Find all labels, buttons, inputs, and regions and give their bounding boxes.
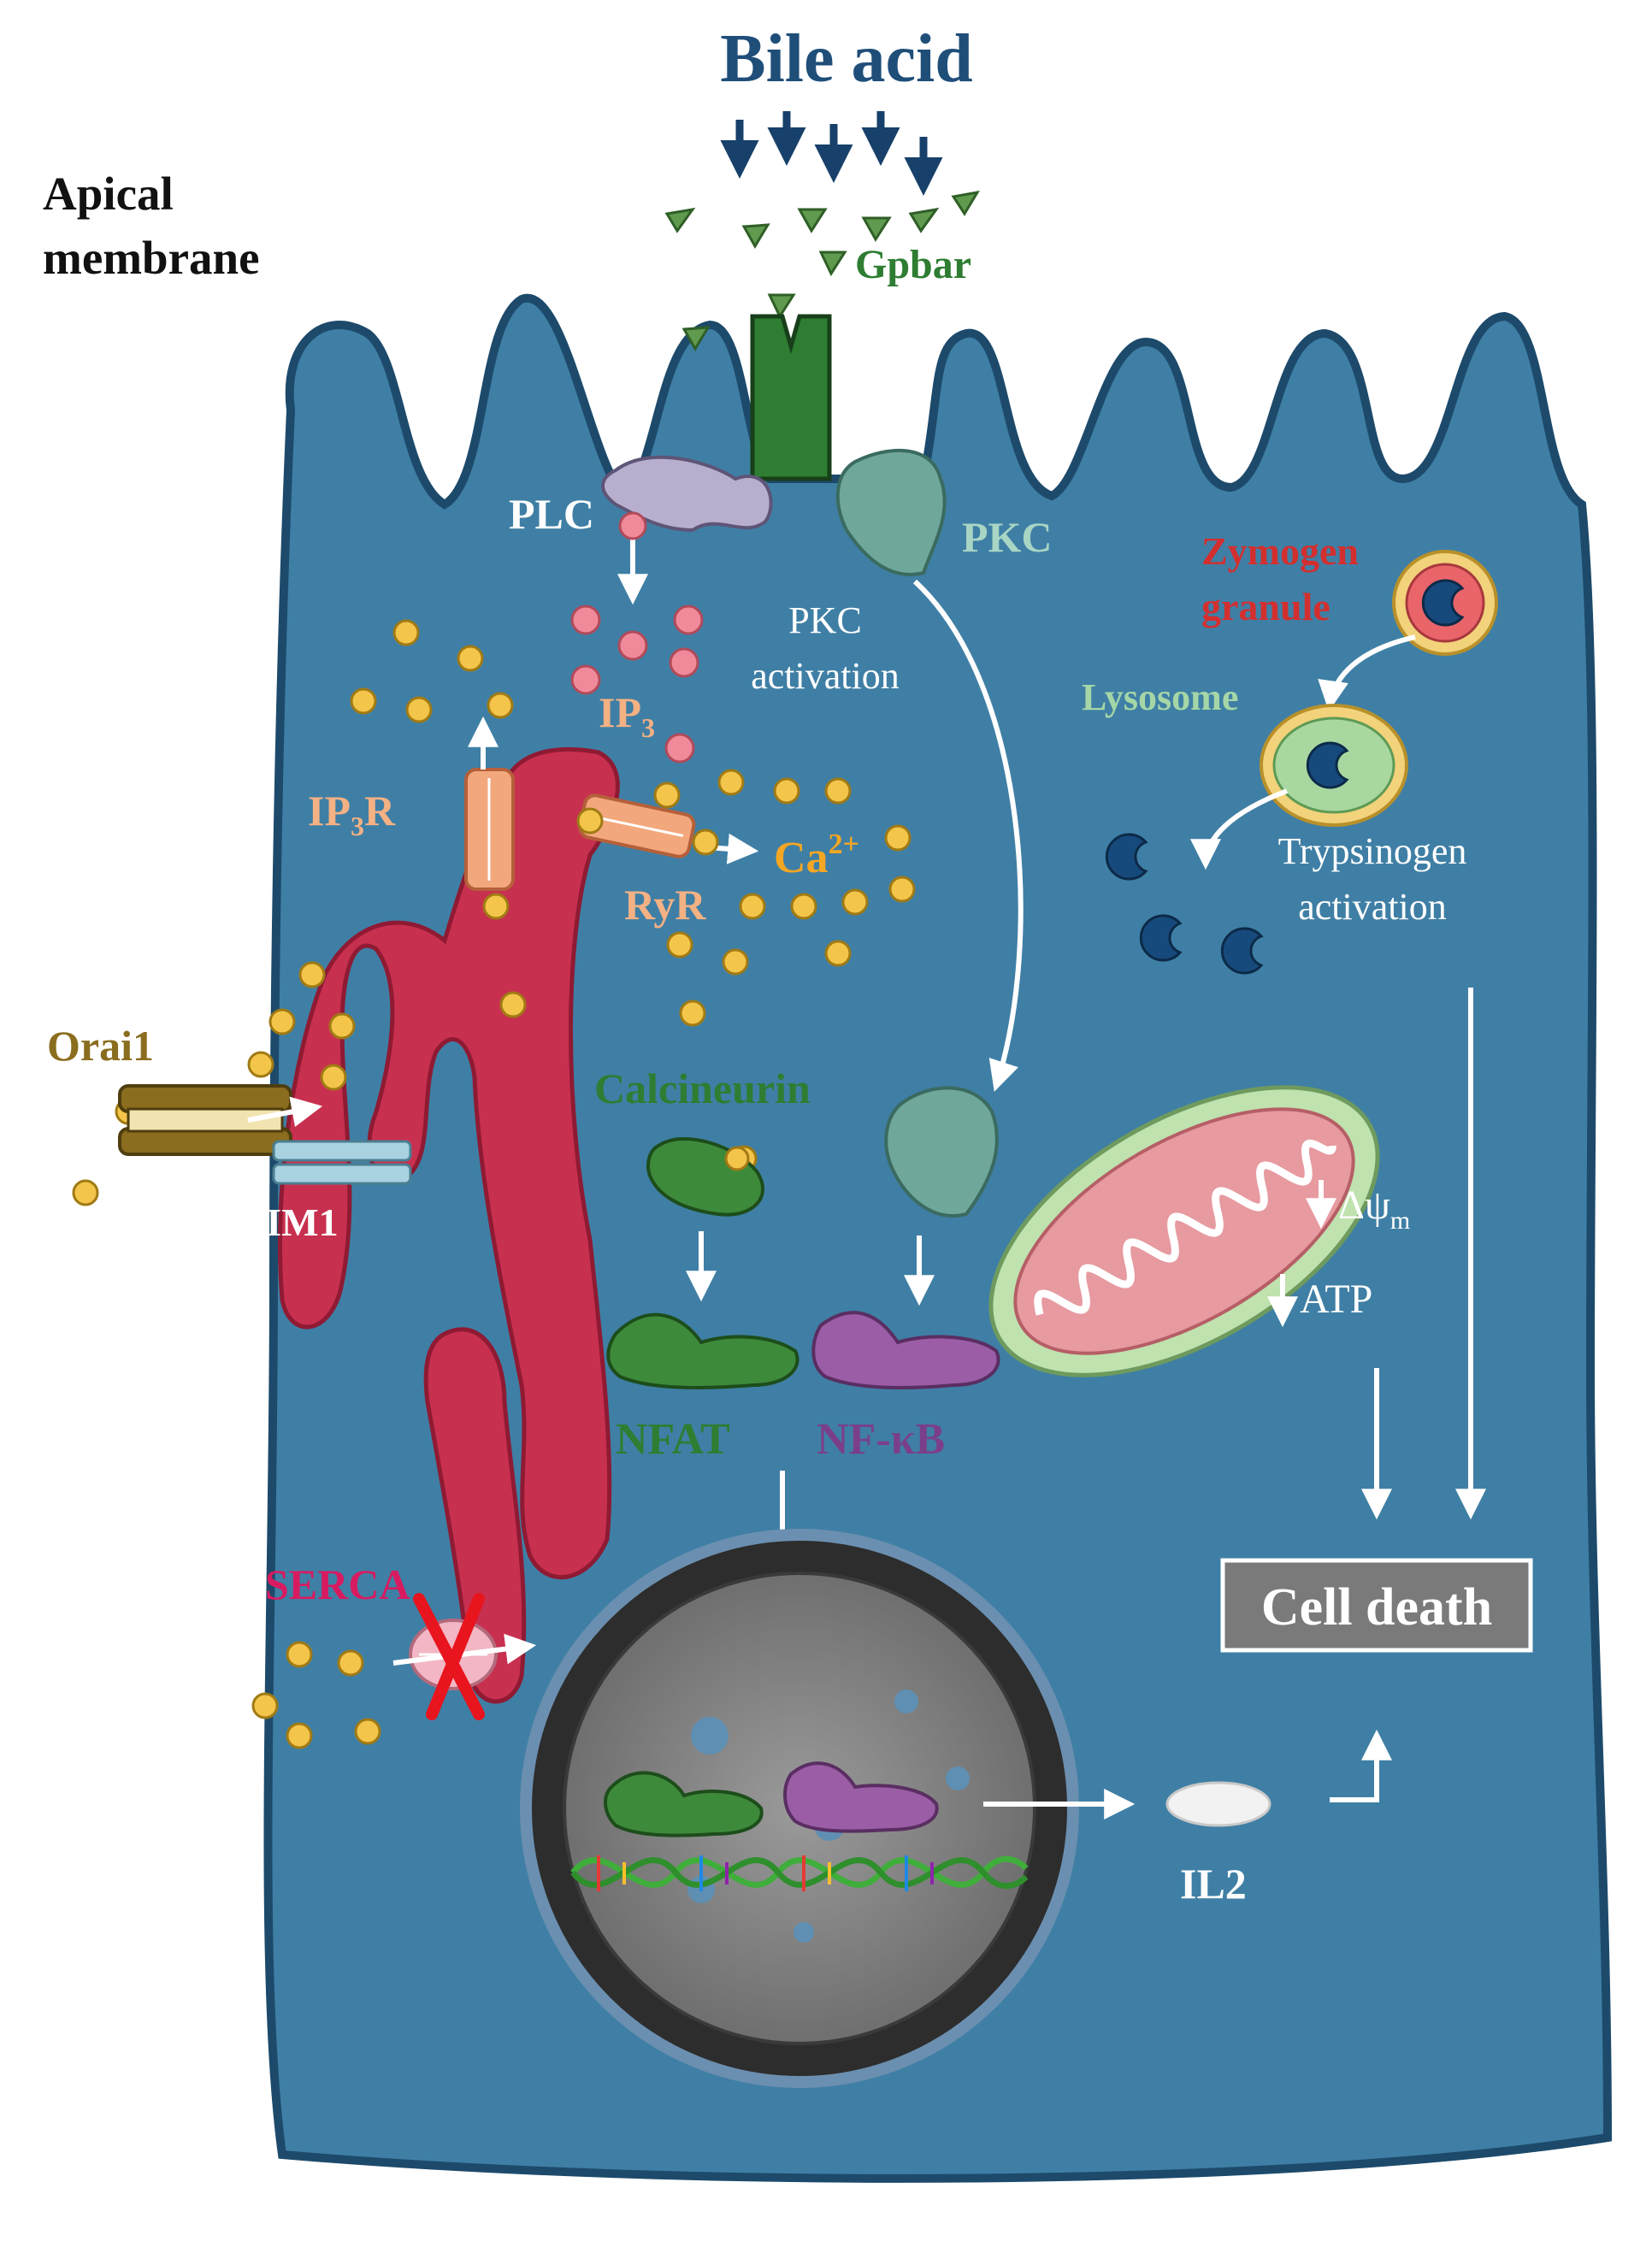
ip3-molecules bbox=[478, 511, 704, 809]
lysosome-to-trypsinogen-arrow bbox=[1190, 788, 1289, 870]
calcineurin-label: Calcineurin bbox=[594, 1065, 811, 1112]
orai1-label: Orai1 bbox=[47, 1022, 154, 1070]
pkc-label: PKC bbox=[962, 513, 1053, 561]
mitochondrial-potential-drop: Δψm bbox=[1306, 1180, 1410, 1235]
lysosome-label: Lysosome bbox=[1082, 676, 1238, 718]
ip3-label: IP3 bbox=[599, 688, 655, 743]
serca-label: SERCA bbox=[265, 1560, 410, 1608]
zymogen-label-line2: granule bbox=[1201, 585, 1330, 628]
nuclear-nfkb bbox=[783, 1761, 939, 1833]
calcium-label: Ca2+ bbox=[774, 829, 859, 882]
ip3r-channel bbox=[464, 768, 515, 891]
il2-label: IL2 bbox=[1180, 1860, 1247, 1908]
il2-cytokine bbox=[1165, 1781, 1271, 1827]
lysosome bbox=[1260, 704, 1408, 827]
svg-text:Cell death: Cell death bbox=[1261, 1578, 1492, 1637]
ryr-channel bbox=[578, 793, 696, 858]
zymogen-label-line1: Zymogen bbox=[1201, 529, 1359, 573]
ryr-label: RyR bbox=[624, 881, 706, 929]
trypsinogen-label-line1: Trypsinogen bbox=[1278, 830, 1467, 872]
orai1-channel bbox=[118, 1084, 292, 1156]
il2-to-death-arrow bbox=[1330, 1729, 1392, 1802]
pkc-enzyme-membrane bbox=[835, 448, 947, 576]
nfkb-label: NF-κB bbox=[817, 1415, 945, 1464]
dna-helix bbox=[570, 1855, 1029, 1891]
stim1-label: STIM1 bbox=[218, 1200, 339, 1244]
nuclear-nfat bbox=[604, 1771, 764, 1837]
endoplasmic-reticulum bbox=[277, 746, 620, 1580]
title-bile-acid: Bile acid bbox=[720, 21, 973, 97]
apical-membrane-label-line1: Apical bbox=[43, 168, 174, 220]
apical-membrane-label-line2: membrane bbox=[43, 232, 260, 284]
svg-text:Δψm: Δψm bbox=[1338, 1182, 1410, 1235]
mitochondrion bbox=[988, 1085, 1380, 1377]
serca-inhibition-x bbox=[413, 1593, 485, 1720]
calcium-ions bbox=[72, 619, 916, 1749]
plc-enzyme bbox=[601, 455, 773, 533]
pkc-translocation-arrow bbox=[912, 579, 1024, 1092]
ip3r-label: IP3R bbox=[308, 787, 396, 841]
nfat-factor bbox=[606, 1312, 799, 1389]
pkc-enzyme-cytosol bbox=[884, 1086, 999, 1218]
nfat-label: NFAT bbox=[616, 1415, 730, 1464]
gpbar-label: Gpbar bbox=[855, 242, 971, 287]
atp-drop: ATP bbox=[1267, 1274, 1372, 1328]
er-lower-branch bbox=[423, 1327, 527, 1704]
bile-acid-triangles bbox=[664, 190, 980, 351]
trypsinogen-label-line2: activation bbox=[1298, 886, 1447, 928]
cell-death-box: Cell death bbox=[1220, 1558, 1533, 1653]
plc-label: PLC bbox=[509, 490, 594, 538]
zymogen-granule bbox=[1392, 550, 1498, 656]
stim1-protein bbox=[272, 1140, 412, 1185]
pkc-activation-line2: activation bbox=[751, 655, 900, 697]
trypsinogen-molecules bbox=[1105, 833, 1264, 975]
svg-text:ATP: ATP bbox=[1300, 1277, 1372, 1322]
pkc-activation-line1: PKC bbox=[788, 599, 862, 641]
nfkb-factor bbox=[811, 1311, 1000, 1389]
zymogen-to-lysosome-arrow bbox=[1318, 634, 1416, 712]
gpbar-receptor bbox=[750, 314, 832, 481]
calcineurin-bound-calcium bbox=[724, 1146, 750, 1171]
bile-acid-arrows bbox=[720, 111, 943, 196]
orai1-influx-arrow bbox=[247, 1096, 323, 1127]
